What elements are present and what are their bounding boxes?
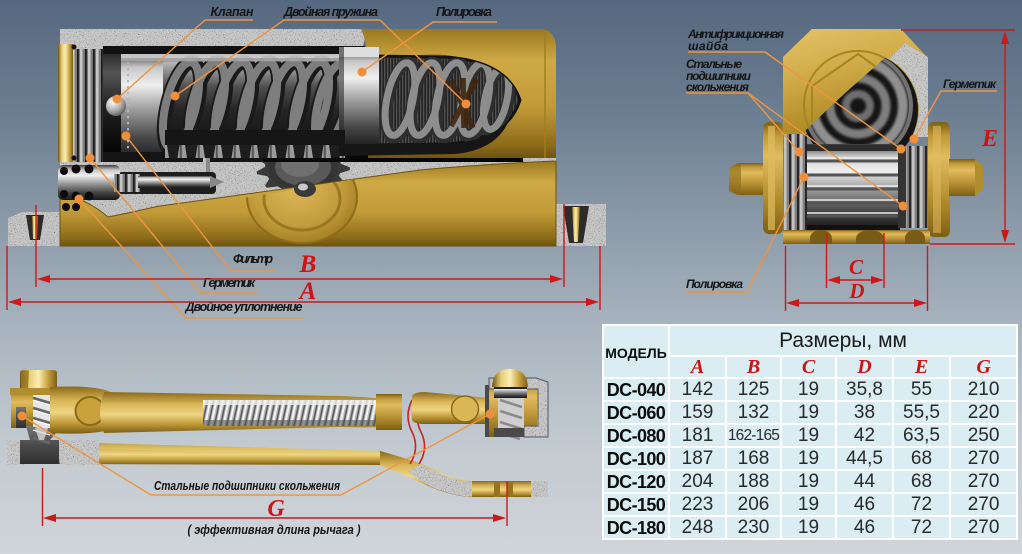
svg-text:Фильтр: Фильтр <box>233 252 273 266</box>
svg-text:Стальные подшипники скольжения: Стальные подшипники скольжения <box>154 479 341 493</box>
svg-text:Антифрикционная: Антифрикционная <box>687 27 784 41</box>
svg-text:Герметик: Герметик <box>203 276 256 290</box>
svg-text:E: E <box>981 126 998 152</box>
svg-text:B: B <box>299 251 317 278</box>
svg-text:Герметик: Герметик <box>943 77 997 91</box>
svg-text:Полировка: Полировка <box>436 5 492 19</box>
svg-text:Двойная пружина: Двойная пружина <box>283 5 378 19</box>
svg-text:шайба: шайба <box>688 39 728 53</box>
svg-text:C: C <box>849 255 864 279</box>
svg-text:Полировка: Полировка <box>686 277 743 291</box>
svg-text:A: A <box>298 278 317 305</box>
svg-text:Стальные: Стальные <box>686 57 742 71</box>
svg-text:скольжения: скольжения <box>686 80 749 94</box>
svg-text:подшипники: подшипники <box>686 69 752 83</box>
svg-text:G: G <box>267 496 285 522</box>
svg-text:D: D <box>848 279 864 303</box>
svg-text:Двойное уплотнение: Двойное уплотнение <box>185 300 303 314</box>
svg-text:Клапан: Клапан <box>211 5 254 19</box>
svg-text:( эффективная длина рычага ): ( эффективная длина рычага ) <box>188 523 361 537</box>
